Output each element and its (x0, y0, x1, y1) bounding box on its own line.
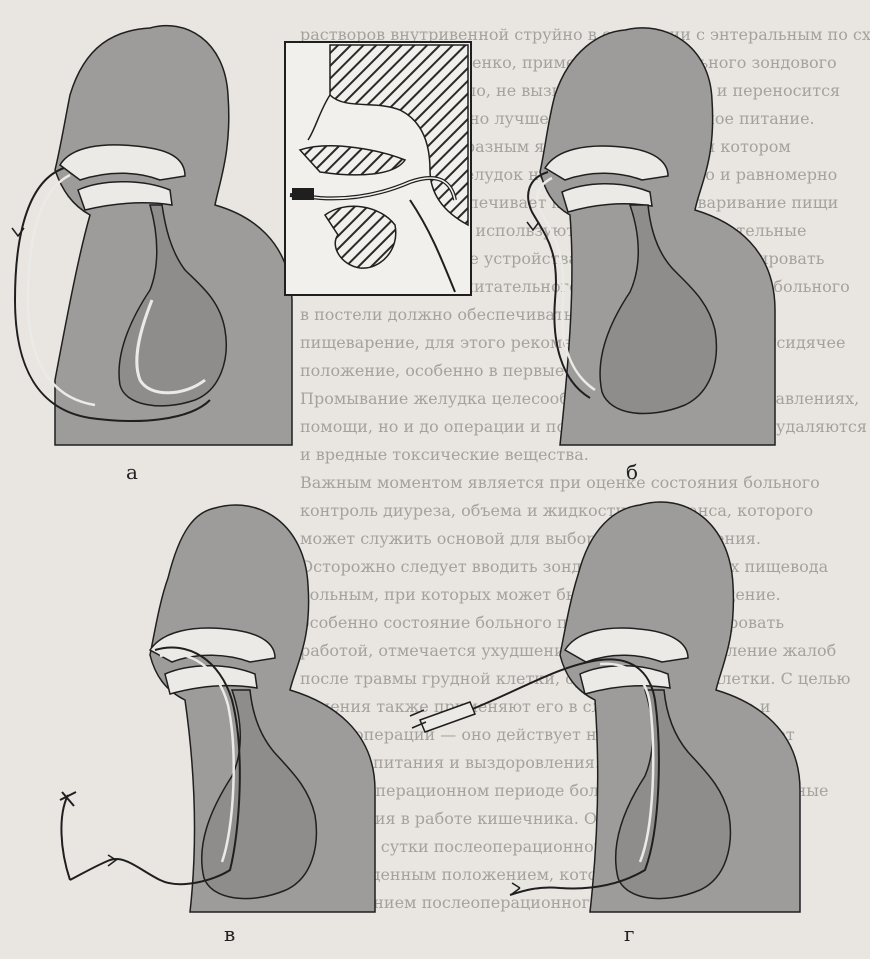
clamp-icon (60, 792, 76, 806)
inset-anatomy-detail (285, 42, 471, 295)
inset-syringe-tip (292, 188, 314, 200)
tube-end-v (61, 795, 70, 880)
panel-label-b: б (626, 462, 638, 482)
background-text-line: Важным моментом является при оценке сост… (300, 473, 820, 492)
background-text-line: контроль диуреза, объема и жидкостного б… (300, 501, 813, 520)
panel-label-v: в (224, 924, 235, 944)
panel-label-g: г (624, 924, 634, 944)
panel-label-a: а (126, 462, 138, 482)
background-text-line: и вредные токсические вещества. (300, 445, 589, 464)
figure-a (12, 26, 292, 445)
background-text-line: Осторожно следует вводить зонд при забол… (300, 557, 829, 576)
